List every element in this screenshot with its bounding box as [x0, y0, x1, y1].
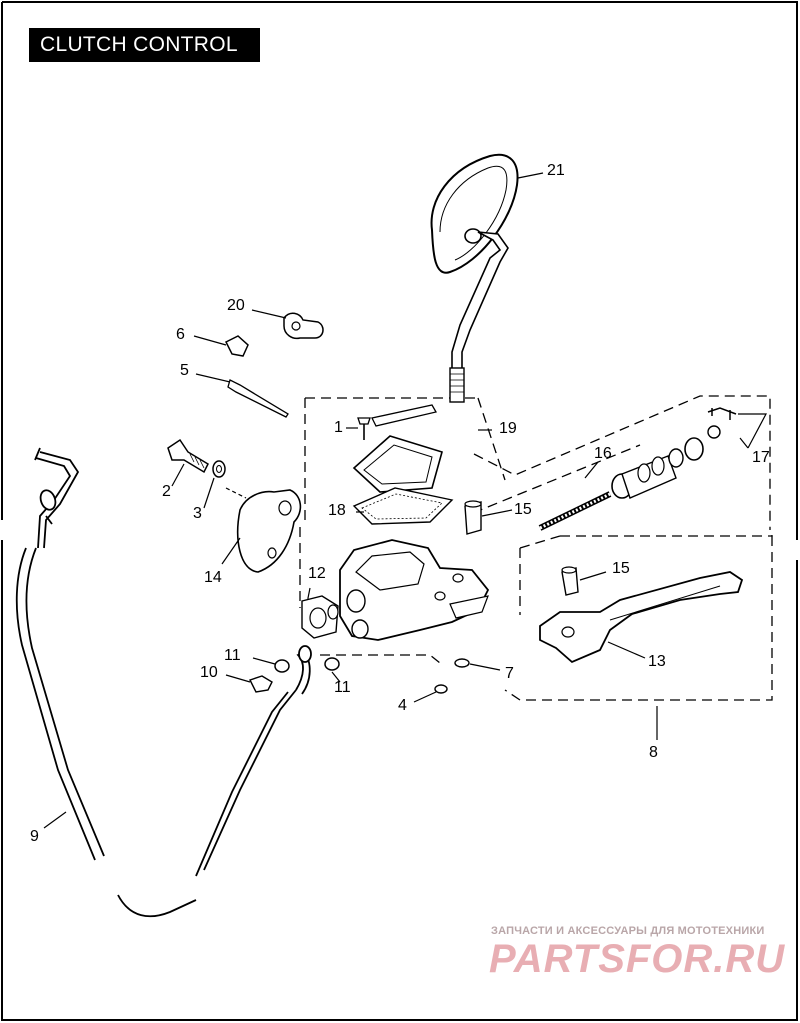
callout-18: 18: [328, 502, 346, 519]
callout-11-right: 11: [334, 679, 351, 696]
part-clutch-cable-9: [15, 447, 312, 918]
part-bolt-10: [249, 675, 273, 693]
callout-11-left: 11: [224, 647, 241, 664]
callout-17: 17: [752, 449, 770, 466]
callout-15-lower: 15: [612, 560, 630, 577]
part-cable-strap-5: [227, 379, 289, 418]
part-switch-12: [301, 595, 339, 639]
part-spring-16: [538, 491, 612, 531]
callout-21: 21: [547, 162, 565, 179]
part-pivot-pin-15: [464, 500, 579, 596]
part-master-cylinder: [339, 539, 490, 641]
page-title: CLUTCH CONTROL: [29, 28, 260, 62]
assembly-outline-dashed: [299, 395, 773, 701]
part-piston-kit: [611, 407, 737, 499]
part-housing-14: [236, 489, 302, 573]
leader-lines: [43, 172, 767, 829]
callout-14: 14: [204, 569, 222, 586]
callout-9: 9: [30, 828, 39, 845]
page-border-lower: [1, 540, 798, 1021]
callout-6: 6: [176, 326, 185, 343]
watermark-tagline: ЗАПЧАСТИ И АКСЕССУАРЫ ДЛЯ МОТОТЕХНИКИ: [491, 925, 765, 937]
callout-7: 7: [505, 665, 514, 682]
part-ring-7: [454, 658, 470, 668]
part-clamp-20: [283, 312, 324, 340]
callout-20: 20: [227, 297, 245, 314]
callout-2: 2: [162, 483, 171, 500]
callout-15-upper: 15: [514, 501, 532, 518]
callout-10: 10: [200, 664, 218, 681]
callout-16: 16: [594, 445, 612, 462]
part-washer-11: [274, 657, 340, 673]
mirror-assembly: [430, 153, 519, 403]
callout-12: 12: [308, 565, 326, 582]
callout-3: 3: [193, 505, 202, 522]
callout-5: 5: [180, 362, 189, 379]
callout-19: 19: [499, 420, 517, 437]
callout-1: 1: [334, 419, 343, 436]
part-screw-1: [357, 417, 371, 440]
callout-8: 8: [649, 744, 658, 761]
callout-4: 4: [398, 697, 407, 714]
part-screw-2: [167, 438, 209, 474]
part-lever-13: [539, 571, 744, 664]
part-reservoir-cover: [352, 404, 454, 525]
watermark-logo: PARTSFOR.RU: [489, 937, 786, 981]
page-border: [2, 1, 798, 540]
part-clip-6: [224, 335, 249, 357]
callout-13: 13: [648, 653, 666, 670]
part-washer-3: [212, 460, 226, 478]
part-ring-4: [434, 684, 448, 694]
